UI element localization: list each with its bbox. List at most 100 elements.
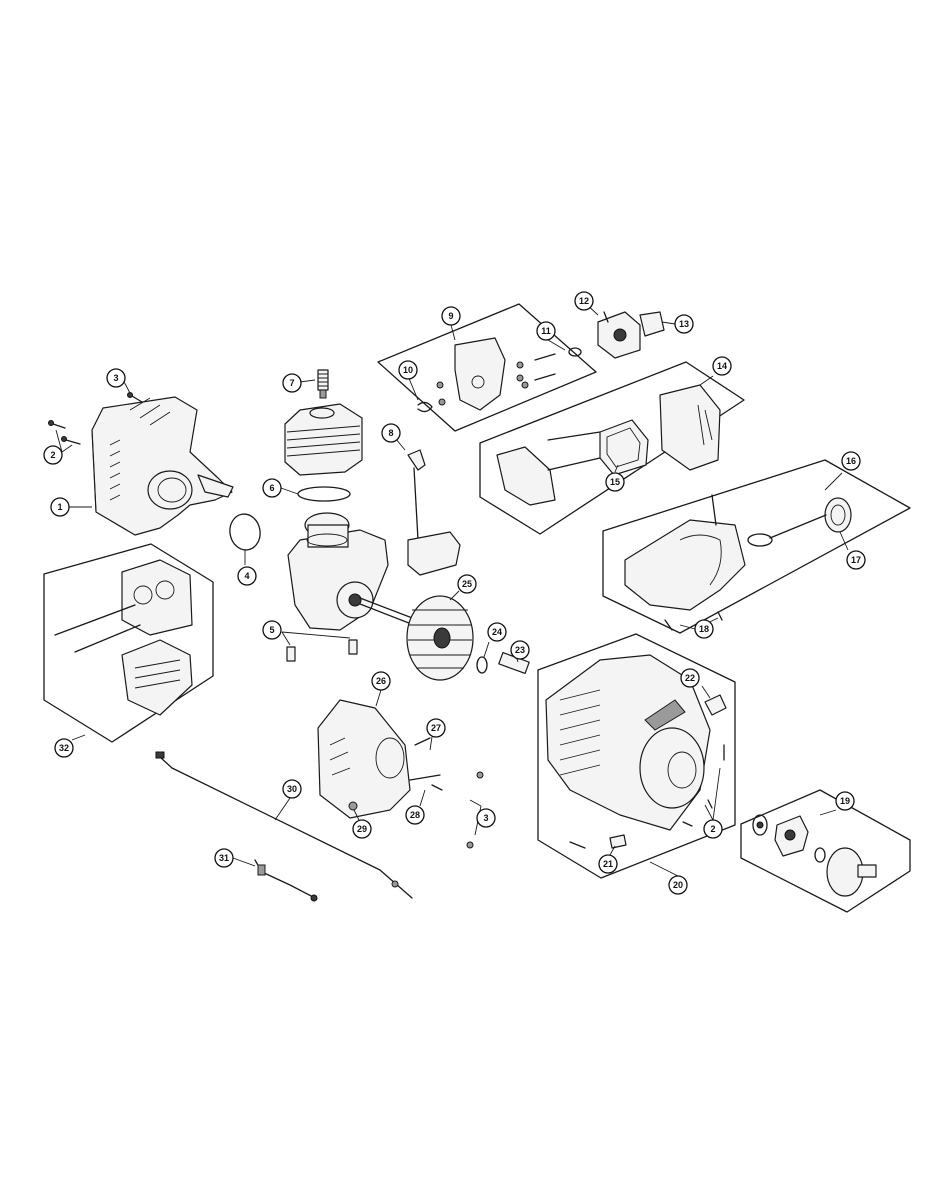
wire-harness-part [254, 859, 318, 902]
crankcase-part [287, 512, 471, 647]
clip-part-10 [417, 401, 433, 413]
callout-5: 5 [262, 620, 282, 640]
callout-label: 8 [388, 428, 393, 438]
cylinder-screws [286, 639, 358, 662]
callout-label: 9 [448, 311, 453, 321]
callout-21: 21 [598, 854, 618, 874]
callout-label: 18 [699, 624, 709, 634]
callout-22: 22 [680, 668, 700, 688]
o-ring-large [229, 513, 261, 551]
callout-32: 32 [54, 738, 74, 758]
kit-box-muffler [43, 543, 214, 743]
callout-label: 2 [50, 450, 55, 460]
engine-cover-part [91, 396, 234, 536]
clip-part-21b [569, 841, 586, 849]
callout-label: 4 [244, 571, 249, 581]
kit-box-air-filter [479, 361, 745, 535]
callout-label: 12 [579, 296, 589, 306]
callout-1: 1 [50, 497, 70, 517]
callout-19: 19 [835, 791, 855, 811]
callout-label: 27 [431, 723, 441, 733]
callout-25: 25 [457, 574, 477, 594]
callout-3: 3 [106, 368, 126, 388]
washer-part-11 [568, 347, 582, 357]
carburetor-part [597, 311, 641, 359]
fuel-cap-part [769, 497, 852, 539]
callout-14: 14 [712, 356, 732, 376]
clip-part-21 [609, 834, 627, 849]
carb-mount-part [436, 337, 556, 411]
callout-2: 2 [43, 445, 63, 465]
callout-4: 4 [237, 566, 257, 586]
callout-27: 27 [426, 718, 446, 738]
kit-box-carb-mount [377, 303, 597, 432]
gasket-part-13 [639, 311, 665, 337]
callout-30: 30 [282, 779, 302, 799]
muffler-part [54, 559, 193, 716]
callout-label: 5 [269, 625, 274, 635]
kit-box-clutch [740, 789, 911, 913]
callout-label: 11 [541, 326, 551, 336]
starter-screws [682, 744, 725, 827]
starter-housing-part [545, 654, 711, 831]
callout-23: 23 [510, 640, 530, 660]
callout-label: 30 [287, 784, 297, 794]
o-ring-small [297, 486, 351, 502]
ignition-coil-part [407, 449, 461, 576]
callout-29: 29 [352, 819, 372, 839]
callout-label: 20 [673, 880, 683, 890]
clutch-housing-part [317, 699, 411, 819]
callout-26: 26 [371, 671, 391, 691]
callout-label: 26 [376, 676, 386, 686]
air-filter-base-part [496, 431, 601, 506]
callout-label: 15 [610, 477, 620, 487]
clutch-assembly-part [752, 814, 877, 897]
spark-plug-part [317, 369, 329, 399]
callout-label: 23 [515, 645, 525, 655]
air-filter-cover-part [659, 384, 721, 471]
callout-15: 15 [605, 472, 625, 492]
callout-label: 2 [710, 824, 715, 834]
callout-2: 2 [703, 819, 723, 839]
callout-6: 6 [262, 478, 282, 498]
callout-label: 29 [357, 824, 367, 834]
callout-label: 28 [410, 810, 420, 820]
washer-part-24 [476, 656, 488, 674]
callout-17: 17 [846, 550, 866, 570]
fuel-tank-part [624, 494, 773, 611]
cover-screws [48, 392, 143, 445]
callout-label: 16 [846, 456, 856, 466]
callout-label: 24 [492, 627, 502, 637]
housing-bolts [348, 737, 484, 849]
air-filter-element-part [599, 419, 649, 476]
callout-16: 16 [841, 451, 861, 471]
callout-label: 22 [685, 673, 695, 683]
callout-label: 31 [219, 853, 229, 863]
callout-7: 7 [282, 373, 302, 393]
callout-label: 21 [603, 859, 613, 869]
kit-box-fuel-tank [602, 459, 911, 634]
callout-28: 28 [405, 805, 425, 825]
tank-screws [664, 611, 723, 631]
callout-3: 3 [476, 808, 496, 828]
callout-24: 24 [487, 622, 507, 642]
callout-12: 12 [574, 291, 594, 311]
callout-10: 10 [398, 360, 418, 380]
callout-label: 3 [113, 373, 118, 383]
callout-label: 25 [462, 579, 472, 589]
callout-label: 19 [840, 796, 850, 806]
callout-label: 6 [269, 483, 274, 493]
callout-label: 7 [289, 378, 294, 388]
callout-label: 14 [717, 361, 727, 371]
callout-9: 9 [441, 306, 461, 326]
callout-20: 20 [668, 875, 688, 895]
callout-label: 1 [57, 502, 62, 512]
callout-label: 32 [59, 743, 69, 753]
callout-label: 3 [483, 813, 488, 823]
flywheel-part [406, 595, 474, 681]
callout-18: 18 [694, 619, 714, 639]
callout-31: 31 [214, 848, 234, 868]
callout-11: 11 [536, 321, 556, 341]
callout-8: 8 [381, 423, 401, 443]
